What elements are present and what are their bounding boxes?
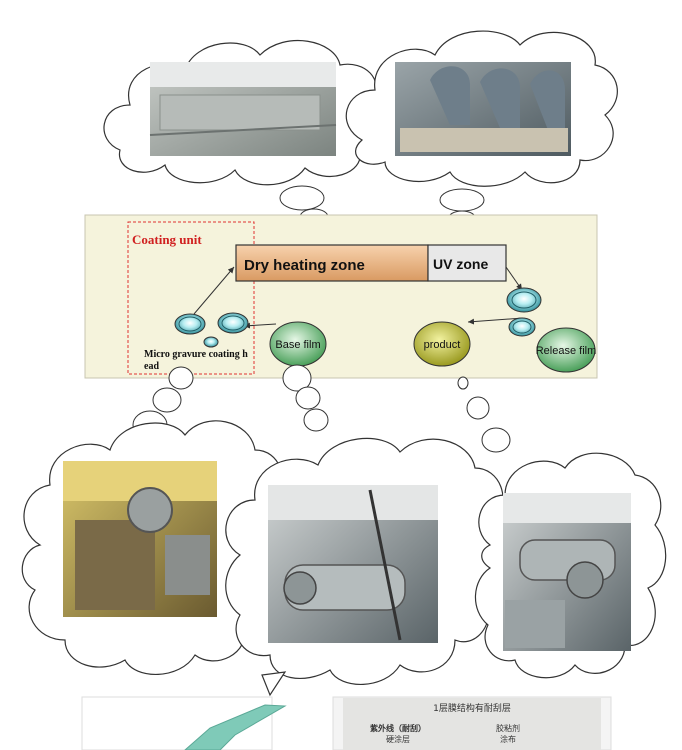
product-label: product <box>424 339 461 351</box>
photo-coating-line <box>149 62 337 156</box>
arrow-to-product <box>467 317 524 325</box>
hardcoat-label: 紫外线（耐刮） <box>370 723 426 733</box>
photo-rewind-unit <box>503 493 631 651</box>
adhesive-label: 胶粘剂 <box>496 723 520 733</box>
roller-icon <box>203 336 219 348</box>
gravure-head-label: Micro gravure coating h <box>144 349 248 360</box>
photo-uv-lamps <box>395 62 571 156</box>
roller-icon <box>217 312 249 334</box>
arrow-from-base-film <box>243 322 277 329</box>
roller-icon <box>508 317 536 337</box>
dry-heating-zone-label: Dry heating zone <box>244 257 365 274</box>
uv-zone-label: UV zone <box>433 256 488 272</box>
photo-unwind-roll <box>268 485 438 643</box>
roller-icon <box>506 287 542 313</box>
film-sample-shape <box>184 704 287 750</box>
uv-zone <box>427 244 507 282</box>
release-film-node <box>536 327 596 373</box>
base-film-label: Base film <box>275 339 320 351</box>
hardcoat-label-cont: 硬涂层 <box>386 734 410 744</box>
adhesive-label-cont: 涂布 <box>500 734 516 744</box>
layer-structure-title: 1层膜结构有耐刮层 <box>433 702 511 714</box>
coating-unit-label: Coating unit <box>132 232 202 247</box>
arrow-to-uv-roller <box>505 266 523 291</box>
release-film-label: Release film <box>536 345 597 357</box>
cloud-tail <box>261 671 287 697</box>
photo-gravure-head <box>63 461 217 617</box>
gravure-head-label-cont: ead <box>144 361 159 372</box>
layer-structure-inner <box>343 698 601 750</box>
dry-heating-zone <box>235 244 429 282</box>
roller-icon <box>174 313 206 335</box>
product-node <box>413 321 471 367</box>
arrow-to-dry-zone <box>193 266 235 315</box>
